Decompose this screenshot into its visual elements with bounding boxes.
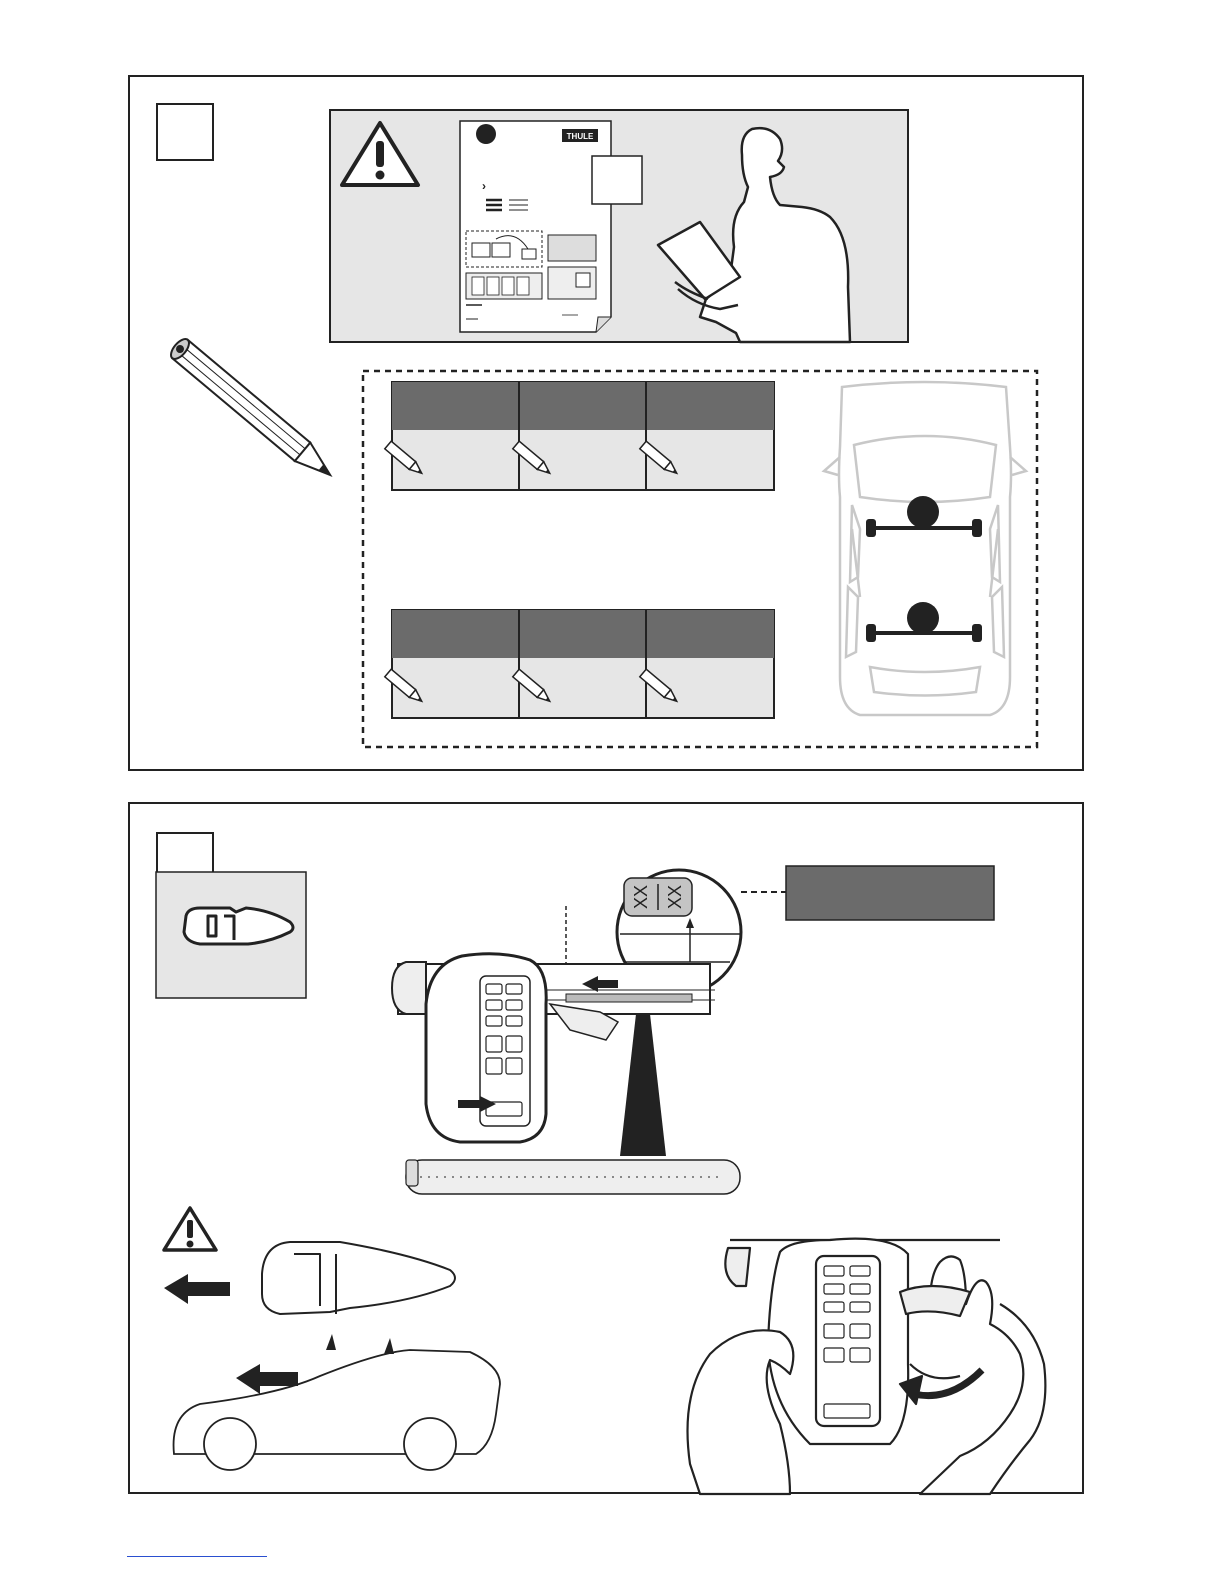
scale-mark-1: XX [631,885,651,909]
rear-bar-table [392,610,774,718]
car-side-view [174,1334,500,1470]
thule-logo: THULE [567,132,594,141]
roof-bar-with-foot [392,954,715,1142]
svg-text:›: › [482,179,486,193]
step-1-illustration: THULE › [130,77,1086,773]
roof-bar-rear [866,602,982,642]
footer-link-underline [127,1556,267,1557]
warning-triangle-icon [164,1208,216,1250]
step-2-illustration: XX XX [130,804,1086,1496]
pencil-icon [168,336,338,484]
car-top-view [824,382,1026,715]
step-2-panel: XX XX [128,802,1084,1494]
hands-installing-cap [688,1238,1046,1494]
step-1-panel: THULE › [128,75,1084,771]
arrow-left-icon [164,1274,230,1304]
front-bar-table [392,382,774,490]
bar-profile-icon [262,1242,455,1314]
measurement-record-box [786,866,994,920]
roof-bar-front [866,496,982,537]
scale-mark-2: XX [665,885,685,909]
